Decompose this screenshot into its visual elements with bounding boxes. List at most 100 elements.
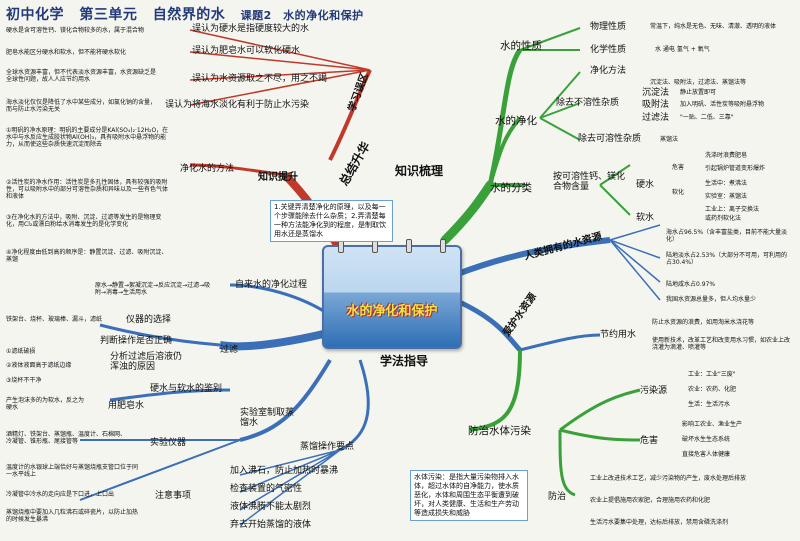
node-cure-1: 工业上改进技术工艺，减少污染物的产生，废水处理后排放	[590, 475, 747, 482]
title-lesson-name: 水的净化和保护	[283, 9, 364, 22]
resource-leaf-lines	[609, 224, 661, 301]
title-unit-name: 自然界的水	[152, 7, 226, 23]
node-land-salt: 陆地咸水占0.97%	[666, 281, 716, 288]
method-attention: 注意事项	[155, 491, 192, 501]
summary-error-3: 误认为水资源取之不尽，用之不竭	[192, 74, 328, 84]
node-source-3: 生活：生活污水	[688, 401, 731, 408]
resource-branch	[453, 237, 611, 278]
summary-error-2-note: 肥皂水能区分硬水和软水，但不能将硬水软化	[6, 49, 127, 56]
protect-branch-prevent	[469, 349, 522, 432]
method-choose-desc: 铁架台、烧杯、玻璃棒、漏斗，滤纸	[6, 316, 103, 323]
branch-knowledge-up: 知识提升	[258, 172, 298, 183]
node-harm-2: 引起锅炉管道变形爆炸	[705, 165, 766, 172]
method-branch-key	[339, 359, 370, 452]
knowledge-trunk	[440, 180, 495, 245]
summary-error-4: 误认为将海水淡化有利于防止水污染	[165, 100, 310, 110]
node-properties: 水的性质	[500, 40, 542, 52]
node-soft-water: 软水	[636, 213, 655, 223]
node-danger-2: 破坏水生生态系统	[682, 436, 731, 443]
center-topic-card: 水的净化和保护	[322, 239, 462, 349]
node-source: 污染源	[640, 386, 668, 396]
node-danger-3: 直接危害人体健康	[682, 451, 731, 458]
node-purify-method-desc: 沉淀法、吸附法，过滤法、蒸馏法等	[650, 79, 747, 86]
node-save-2: 使用新技术，改革工艺和改变用水习惯，如农业上改浇灌为滴灌、喷灌等	[652, 337, 791, 351]
method-reason-3: ③烧杯不干净	[6, 377, 42, 384]
node-hard-water: 硬水	[636, 180, 655, 190]
node-remove-insoluble: 除去不溶性杂质	[556, 98, 620, 108]
node-danger-1: 影响工农业、渔业生产	[682, 421, 743, 428]
protect-branch-save	[519, 333, 601, 352]
node-soften-2: 实验室：蒸馏法	[705, 193, 748, 200]
method-attention-1: 温度计的水银球上端恰好与蒸馏烧瓶支管口位于同一水平线上	[6, 464, 139, 478]
node-remove-soluble: 除去可溶性杂质	[578, 134, 642, 144]
method-choose: 仪器的选择	[126, 315, 172, 325]
knowledge-line-water-types	[599, 164, 631, 216]
summary-leaf-lines	[189, 29, 371, 106]
method-instrument-desc: 酒精灯、铁架台、蒸馏瓶、温度计、石棉网、冷凝管、锥形瓶、尾接管等	[6, 431, 127, 445]
method-soap: 用肥皂水	[108, 401, 145, 411]
node-filter-desc: "一贴、二低、三靠"	[680, 114, 734, 121]
knowledge-line-properties	[519, 27, 581, 51]
summary-error-4-note: 海水淡化仅仅是降低了水中某些成分，如氯化钠的含量，而与防止水污染无关	[6, 99, 157, 113]
node-settle: 沉淀法	[642, 88, 670, 98]
method-branch-tap	[229, 283, 331, 317]
node-chemical: 化学性质	[590, 45, 627, 55]
node-purify: 水的净化	[495, 115, 537, 127]
title-unit: 第三单元	[79, 7, 138, 23]
summary-error-2: 误认为肥皂水可以软化硬水	[192, 46, 301, 56]
node-physical: 物理性质	[590, 22, 627, 32]
summary-error-3-note: 全球水资源丰富，但不代表淡水资源丰富，水资源缺乏是全球性问题，故人人应节约用水	[6, 69, 157, 83]
method-reason-1: ①滤纸破损	[6, 348, 36, 355]
summary-branch-up	[189, 163, 286, 177]
method-attention-3: 蒸馏烧瓶中要加入几粒沸石或碎瓷片，以防止加热的时候发生暴沸	[6, 509, 139, 523]
method-key-2: 检查装置的气密性	[230, 484, 303, 494]
method-identify: 硬水与软水的鉴别	[150, 384, 223, 394]
prevent-branch-danger	[559, 428, 641, 442]
method-instrument: 实验仪器	[150, 438, 187, 448]
node-soft-desc-2: 或药剂软化法	[705, 215, 742, 222]
summary-up-2: ②活性炭的净水作用：活性炭是多孔性固体，具有较强的吸附性，可以吸附水中的部分可溶…	[6, 179, 169, 200]
knowledge-line-purify	[539, 71, 581, 141]
center-title: 水的净化和保护	[346, 304, 438, 319]
summary-error-1-note: 硬水是含可溶性钙、镁化合物较多的水，属于混合物	[6, 27, 145, 34]
node-soften: 软化	[672, 189, 685, 196]
node-filter: 过滤法	[642, 113, 670, 123]
method-branch-instrument	[79, 439, 241, 501]
method-branch-filter	[99, 323, 221, 347]
method-lab: 实验室制取蒸馏水	[240, 408, 295, 429]
node-distill: 蒸馏法	[660, 136, 679, 143]
node-china-water: 我国水资源总量多，但人均水量少	[666, 296, 757, 303]
method-key-4: 弃去开始蒸馏的液体	[230, 520, 312, 530]
node-cure: 防治	[548, 492, 567, 502]
title-course: 初中化学	[6, 7, 64, 23]
summary-branch-errors	[328, 69, 372, 161]
branch-method: 学法指导	[380, 354, 429, 368]
method-judge: 判断操作是否正确	[100, 336, 173, 346]
method-reason-2: ②液体液面高于滤纸边缘	[6, 362, 72, 369]
node-purify-method: 净化方法	[590, 66, 627, 76]
node-sea-water: 海水占96.5%（含丰富盐类，目前不能大量淡化）	[666, 229, 788, 243]
node-prevent: 防治水体污染	[468, 425, 531, 437]
summary-up-4: ④净化程度由低到高的顺序是：静置沉淀、过滤、吸附沉淀、蒸馏	[6, 249, 168, 263]
node-land-fresh: 陆地淡水占2.53%（大部分不可用，可利用的占30.4%）	[666, 252, 788, 266]
node-by-content: 按可溶性钙、镁化合物含量	[553, 172, 626, 193]
method-key-1: 加入沸石，防止加热时暴沸	[230, 466, 339, 476]
prevent-branch-cure	[558, 429, 576, 497]
method-analyze: 分析过滤后溶液仍浑浊的原因	[110, 352, 183, 373]
node-save-1: 防止水资源的浪费，如用淘米水浇花等	[652, 319, 755, 326]
method-branch-lab	[239, 358, 332, 442]
method-tap: 自来水的净化过程	[235, 280, 308, 290]
node-harm-1: 洗涤时浪费肥皂	[705, 152, 748, 159]
protect-branch	[453, 297, 522, 352]
node-save-water: 节约用水	[600, 330, 637, 340]
method-branch-identify	[109, 388, 231, 402]
summary-error-1: 误认为硬水是指硬度较大的水	[192, 24, 310, 34]
method-soap-desc: 产生泡沫多的为软水，反之为硬水	[6, 397, 85, 411]
summary-up-3: ③在净化水的方法中，吸附、沉淀、过滤等发生的是物理变化，用Cl₂或漂白粉给水消毒…	[6, 214, 162, 228]
method-tap-steps: 原水→静置→絮凝沉淀→反应沉淀→过滤→吸附→消毒→生活用水	[95, 282, 211, 296]
pollution-note-box: 水体污染：是指大量污染物排入水体，超过水体的自净能力，使水质恶化，水体和周围生态…	[410, 470, 528, 522]
prevent-branch-source	[559, 388, 641, 432]
method-key: 蒸馏操作要点	[300, 442, 355, 452]
